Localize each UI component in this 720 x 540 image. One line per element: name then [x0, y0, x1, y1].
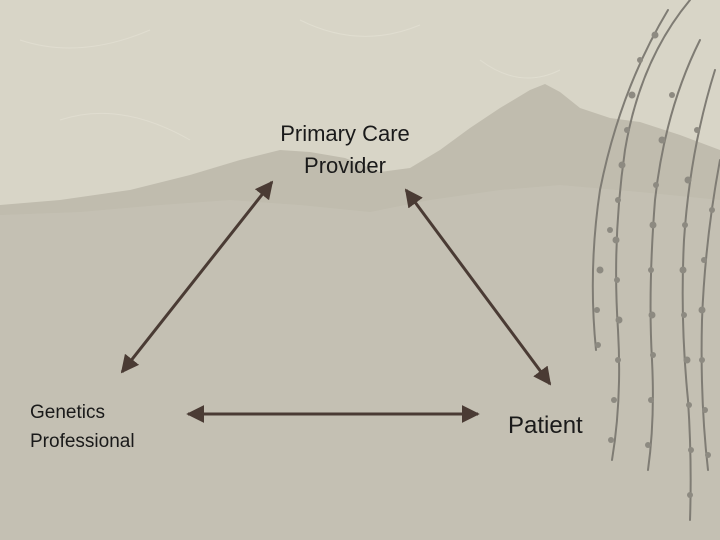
node-patient-line-1: Patient [508, 410, 628, 442]
node-genetics-professional-line-1: Genetics [30, 398, 210, 427]
node-primary-care-provider-line-2: Provider [200, 150, 490, 182]
node-genetics-professional-line-2: Professional [30, 427, 210, 456]
node-genetics-professional: Genetics Professional [30, 398, 210, 456]
node-patient: Patient [508, 410, 628, 442]
node-primary-care-provider: Primary Care Provider [200, 118, 490, 182]
node-primary-care-provider-line-1: Primary Care [200, 118, 490, 150]
mountain-shading [0, 185, 720, 540]
